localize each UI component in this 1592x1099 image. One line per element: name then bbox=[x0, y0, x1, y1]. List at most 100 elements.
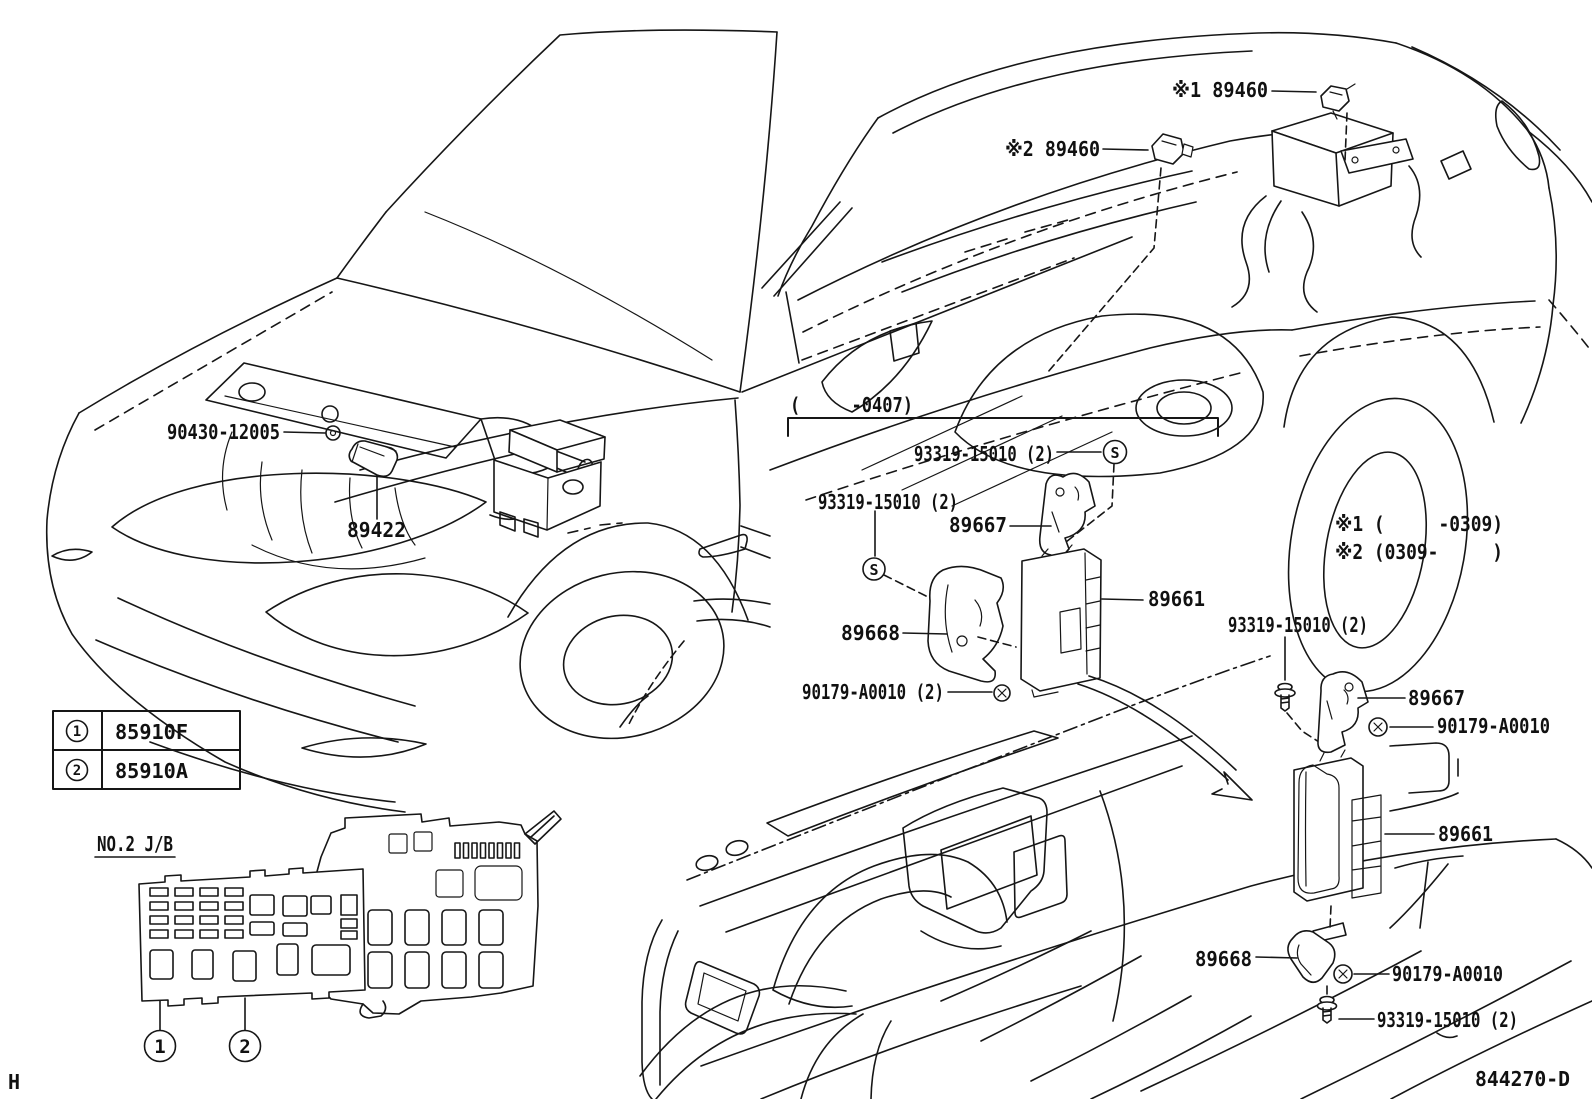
callout-leaders bbox=[159, 997, 246, 1031]
fuse-grid-small bbox=[149, 887, 244, 939]
knee-bolster bbox=[760, 985, 1082, 1099]
rear-wheel-arch bbox=[1283, 316, 1495, 428]
bracket-89668-a bbox=[927, 565, 1005, 683]
part-label-93319-a: 93319-15010 (2) bbox=[914, 442, 1054, 466]
bumper-lower bbox=[149, 741, 396, 803]
ecu-a-tabs bbox=[1031, 544, 1073, 698]
junction-box-drawing: 1 2 NO.2 J/B bbox=[94, 810, 562, 1063]
headlamp-left bbox=[111, 472, 487, 564]
front-car-view bbox=[45, 29, 778, 813]
seat-pan bbox=[821, 320, 933, 413]
nut-pair-detail bbox=[997, 688, 1007, 698]
sill-right-dashed bbox=[1299, 326, 1541, 357]
part-label-89422: 89422 bbox=[347, 518, 406, 542]
pump-access-inner bbox=[1156, 391, 1212, 425]
door-molding bbox=[698, 533, 748, 558]
rear-car-view bbox=[741, 31, 1592, 693]
screw-c bbox=[1274, 682, 1296, 712]
part-label-89460-ref1: ※1 89460 bbox=[1172, 78, 1268, 102]
bracket-b-hole bbox=[1344, 682, 1354, 692]
a-pillar-dashed bbox=[628, 640, 685, 725]
part-labels: ※1 89460 ※2 89460 90430-12005 89422 ( -0… bbox=[167, 78, 1550, 1032]
beltline-dashed bbox=[802, 171, 1238, 333]
dashboard-view bbox=[619, 640, 1592, 1099]
leader-89460-2 bbox=[1102, 148, 1149, 151]
nut-a-detail bbox=[1373, 722, 1383, 732]
legend-part-1: 85910F bbox=[115, 720, 188, 744]
a-pillar-solid bbox=[619, 695, 649, 728]
leader-89668-a bbox=[902, 632, 948, 635]
plate-hole-2 bbox=[1392, 146, 1400, 154]
center-stack-bezel bbox=[902, 787, 1048, 934]
legend-table: 1 2 85910F 85910A bbox=[52, 710, 241, 790]
nav-screen bbox=[940, 815, 1038, 910]
arch-dashes bbox=[567, 522, 623, 534]
relay-box-legs bbox=[499, 511, 539, 538]
relay-box-side bbox=[556, 436, 606, 473]
leader-89661-a bbox=[1101, 598, 1144, 601]
arrow-shaft-2 bbox=[1088, 675, 1237, 771]
door-cut bbox=[785, 291, 800, 364]
rear-dashed bbox=[1548, 299, 1592, 353]
front-fender-bumper bbox=[45, 412, 406, 813]
rocker-lines bbox=[693, 598, 771, 628]
stack-lower bbox=[920, 930, 1002, 950]
part-label-89661-b: 89661 bbox=[1438, 822, 1493, 846]
part-label-89460-ref2: ※2 89460 bbox=[1005, 137, 1100, 161]
steering-wheel bbox=[639, 984, 892, 1099]
plate-hole-1 bbox=[1351, 156, 1359, 164]
part-label-89667-a: 89667 bbox=[949, 513, 1007, 537]
harness-hoses bbox=[1231, 195, 1318, 313]
dash-top-centerline bbox=[686, 655, 1271, 881]
marker-lamp bbox=[51, 548, 93, 561]
relay-box-hole bbox=[562, 479, 584, 495]
ecu-b-frame bbox=[1297, 764, 1340, 894]
screw-c-axis bbox=[1286, 712, 1320, 743]
legend-ref-circle-2 bbox=[65, 758, 89, 782]
junction-box-title: NO.2 J/B bbox=[97, 832, 173, 856]
arrow-shaft-1 bbox=[1077, 683, 1229, 781]
fuse-grid-medium bbox=[249, 894, 358, 940]
relay-block bbox=[435, 869, 464, 898]
sheet-letter: H bbox=[8, 1070, 20, 1094]
ecu-b-connector bbox=[1351, 794, 1382, 899]
relay-block bbox=[474, 865, 523, 901]
section-bracket bbox=[787, 417, 1219, 437]
tweeter-grille-1 bbox=[695, 854, 719, 872]
callout-circle-2 bbox=[228, 1029, 262, 1063]
door-creases bbox=[740, 525, 771, 559]
drawing-code: 844270-D bbox=[1475, 1067, 1570, 1091]
part-label-93319-c: 93319-15010 (2) bbox=[1228, 613, 1368, 637]
front-wheel-hub bbox=[562, 614, 674, 706]
ecu-b-frame-inner bbox=[1304, 771, 1307, 887]
console-lines bbox=[940, 930, 1252, 1099]
cluster-visor bbox=[772, 853, 1008, 1009]
passenger-floor-lines bbox=[1140, 950, 1592, 1099]
screw-axis-dashed-1 bbox=[1065, 463, 1115, 543]
tweeter-grille-2 bbox=[725, 839, 749, 857]
left-vent bbox=[684, 960, 761, 1035]
ecu-89661-b bbox=[1293, 757, 1364, 902]
part-label-89668-a: 89668 bbox=[841, 621, 900, 645]
rear-a-pillar bbox=[777, 117, 879, 297]
glass-reflection bbox=[424, 211, 713, 361]
wheel-arch bbox=[507, 522, 749, 621]
roof-line-inner bbox=[892, 50, 1253, 134]
leader-89460-1 bbox=[1271, 90, 1317, 93]
s-marker-1: S bbox=[1110, 444, 1119, 462]
install-direction-arrow bbox=[1077, 675, 1253, 801]
cowl-edge bbox=[336, 277, 741, 393]
floor-bracket bbox=[889, 322, 920, 362]
bracket-89668-a-detail bbox=[944, 584, 983, 653]
s-marker-circle-2 bbox=[862, 557, 886, 581]
shelf-dashes bbox=[964, 219, 1069, 253]
screw-axis-dashed-2 bbox=[883, 574, 933, 600]
headlamp-right bbox=[265, 573, 529, 657]
sill-right bbox=[1291, 300, 1536, 331]
dash-front-lip-2 bbox=[725, 765, 1183, 933]
pump-access-outer bbox=[1135, 379, 1233, 437]
part-label-89668-b: 89668 bbox=[1195, 947, 1252, 971]
bracket-a-detail bbox=[1051, 486, 1080, 533]
right-exploded-assembly bbox=[1274, 636, 1388, 1024]
